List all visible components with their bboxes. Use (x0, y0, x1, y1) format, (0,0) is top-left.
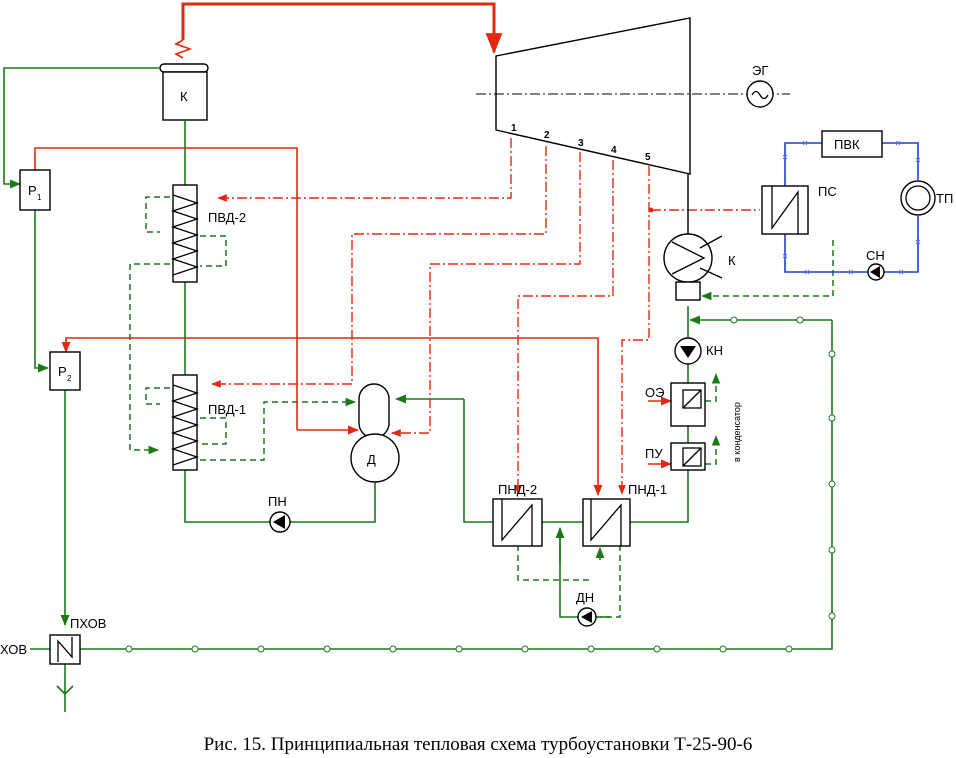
pnd1-label: ПНД-1 (628, 482, 667, 497)
pn-label: ПН (268, 494, 287, 509)
pump-icon (273, 515, 285, 529)
p2-sub-label: 2 (67, 374, 72, 383)
pvd2-label: ПВД-2 (208, 210, 246, 225)
kn-label: КН (706, 343, 723, 358)
figure-caption: Рис. 15. Принципиальная тепловая схема т… (204, 734, 753, 755)
tap-1-label: 1 (511, 123, 517, 134)
generator: ЭГ (746, 63, 774, 108)
ps-label: ПС (818, 184, 837, 199)
steam-lines (34, 147, 673, 497)
ejector-cooler: ОЭ (645, 382, 706, 427)
turbine-body (495, 17, 691, 175)
p2-label: Р (58, 364, 67, 379)
network-pump: СН (866, 248, 885, 281)
boiler: К (159, 63, 209, 121)
to-condenser-label: в конденсатор (732, 402, 742, 462)
oe-label: ОЭ (645, 385, 664, 400)
line-nodes (125, 316, 836, 653)
pvk-label: ПВК (834, 137, 860, 152)
boiler-label: К (180, 89, 188, 104)
expander-p2: Р 2 (49, 351, 81, 391)
boiler-body (162, 71, 208, 121)
hov-label: ХОВ (0, 642, 27, 657)
tp-label: ТП (936, 191, 953, 206)
p1-sub-label: 1 (37, 193, 42, 202)
network-water-loop (782, 140, 921, 275)
sn-label: СН (866, 248, 885, 263)
generator-label: ЭГ (752, 63, 768, 78)
tap-4-label: 4 (611, 145, 617, 156)
steam-zigzag (174, 39, 193, 59)
condensate-pump: КН (674, 337, 723, 365)
live-steam-line (181, 2, 503, 55)
deaerator: Д (350, 383, 400, 483)
pvd1-label: ПВД-1 (208, 402, 246, 417)
condenser-label: К (728, 253, 736, 268)
lp-heater-2: ПНД-2 (492, 482, 543, 547)
feedwater-lines (3, 67, 833, 712)
dn-label: ДН (576, 590, 594, 605)
pnd2-label: ПНД-2 (498, 482, 537, 497)
tap-3-label: 3 (578, 138, 584, 149)
condenser: К (663, 174, 736, 301)
drain-pump: ДН (576, 590, 597, 627)
heat-consumer: ТП (900, 180, 953, 216)
expander-p1: Р 1 (19, 169, 51, 211)
deaerator-label: Д (367, 452, 376, 467)
chem-water-heater: ПХОВ ХОВ (0, 616, 106, 665)
peak-water-boiler: ПВК (821, 130, 883, 158)
pump-icon (870, 266, 880, 278)
tap-2-label: 2 (544, 130, 550, 141)
lp-heater-1: ПНД-1 (582, 482, 667, 547)
p1-label: Р (28, 183, 37, 198)
network-heater: ПС (761, 184, 837, 235)
turbine: 1 2 3 4 5 (476, 17, 790, 175)
pump-icon (680, 346, 696, 358)
deaerator-column (358, 383, 390, 439)
feed-pump: ПН (268, 494, 291, 533)
ac-wave-icon (751, 90, 769, 100)
tap-5-label: 5 (645, 152, 651, 163)
phov-label: ПХОВ (70, 616, 106, 631)
seal-heater: ПУ (645, 442, 706, 471)
deaerator-tank (350, 433, 400, 483)
hp-heater-1: ПВД-1 (170, 374, 246, 471)
boiler-drum (159, 63, 209, 73)
drain-lines (129, 196, 834, 618)
pump-icon (581, 611, 592, 623)
pu-label: ПУ (645, 446, 663, 461)
drain-icon (56, 685, 74, 696)
extraction-lines (211, 138, 760, 495)
hp-heater-2: ПВД-2 (170, 184, 246, 283)
